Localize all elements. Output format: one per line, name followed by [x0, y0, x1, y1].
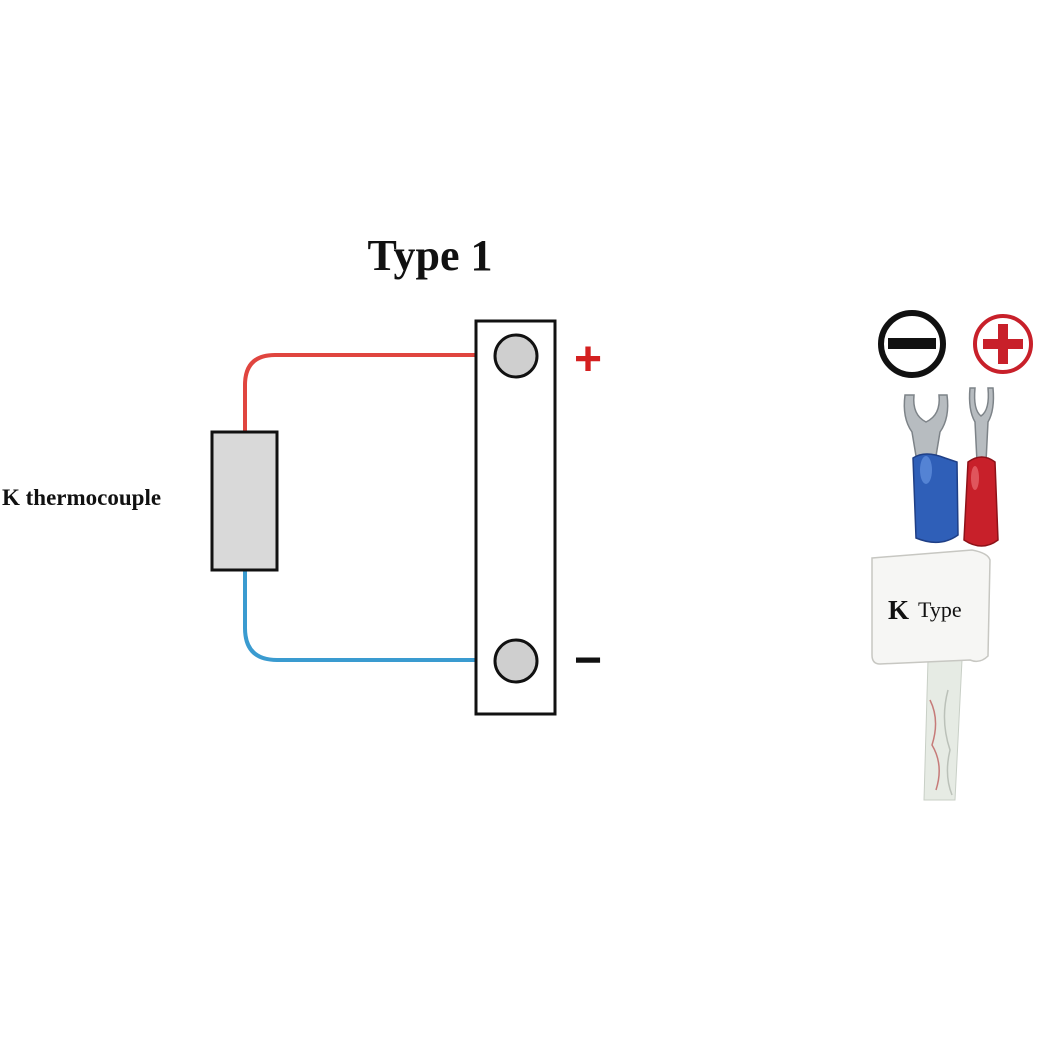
cable	[923, 659, 963, 801]
red-lug	[963, 456, 999, 547]
k-type-connector-illustration: K Type	[871, 387, 999, 801]
negative-wire	[243, 570, 476, 662]
terminal-screw-negative	[493, 638, 539, 684]
label-sleeve	[871, 549, 991, 665]
terminal-screw-positive	[493, 333, 539, 379]
plus-circle-icon	[973, 314, 1033, 374]
minus-circle-icon	[878, 310, 946, 378]
red-fork-terminal	[968, 387, 995, 463]
positive-wire	[243, 353, 476, 432]
sleeve-label-text: Type	[918, 597, 962, 622]
sensor-label: K thermocouple	[2, 485, 161, 510]
blue-lug	[912, 453, 959, 544]
sleeve-label-letter: K	[888, 595, 909, 625]
thermocouple-body	[210, 430, 279, 572]
minus-label: −	[574, 634, 602, 687]
plus-label: +	[574, 333, 602, 386]
blue-fork-terminal	[903, 394, 949, 463]
diagram-title: Type 1	[367, 231, 492, 280]
